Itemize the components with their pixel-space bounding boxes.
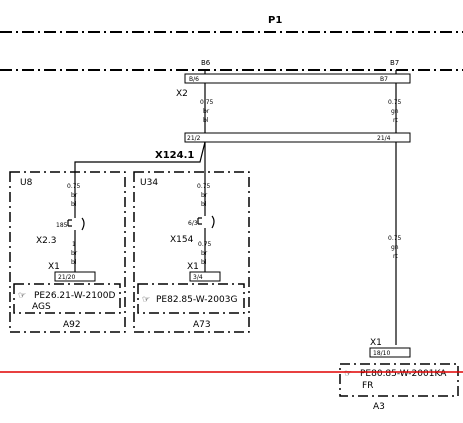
rail-pin-right: B7 bbox=[390, 59, 399, 67]
x2-pin-left: B/6 bbox=[189, 76, 199, 83]
u34-conn-right-bracket bbox=[211, 215, 215, 229]
u8-conn-pin: 185 bbox=[56, 222, 68, 229]
a3-x1-pin: 18/10 bbox=[373, 350, 390, 357]
u34-mid-color1: br bbox=[201, 250, 208, 257]
u8-wire-color1: br bbox=[71, 192, 78, 199]
a3-footer: A3 bbox=[373, 402, 385, 412]
u8-box bbox=[9, 171, 126, 333]
u8-footer: A92 bbox=[63, 320, 81, 330]
a3-x1-connector bbox=[369, 347, 411, 358]
u34-x1-pin: 3/4 bbox=[193, 274, 203, 281]
u34-conn-left-bracket bbox=[197, 217, 202, 225]
x124-pin-right: 21/4 bbox=[377, 135, 391, 142]
x124-connector-strip bbox=[184, 132, 411, 143]
u8-mid-color1: br bbox=[71, 250, 78, 257]
u8-x1-pin: 21/20 bbox=[58, 274, 75, 281]
u8-x1-label: X1 bbox=[48, 262, 60, 272]
x2-pin-right: B7 bbox=[380, 76, 388, 83]
u34-mid-color2: bl bbox=[201, 259, 207, 266]
x2-right-color2: rt bbox=[393, 117, 398, 124]
u34-conn-label: X154 bbox=[170, 235, 194, 245]
a3-wire-color1: gn bbox=[391, 244, 399, 251]
x2-left-color2: bl bbox=[203, 117, 209, 124]
u34-ref-code: PE82.85-W-2003G bbox=[156, 295, 237, 305]
u34-ref-box bbox=[137, 283, 245, 314]
u34-box bbox=[133, 171, 250, 333]
u8-ref-box bbox=[13, 283, 121, 314]
u8-wire-color2: bl bbox=[71, 201, 77, 208]
u34-mid-gauge: 0.75 bbox=[198, 241, 212, 248]
a3-ref-code: PE80.85-W-2001KA bbox=[360, 369, 447, 379]
x2-right-color1: gn bbox=[391, 108, 399, 115]
x2-left-gauge: 0.75 bbox=[200, 99, 214, 106]
u8-mid-gauge: 1 bbox=[72, 241, 76, 248]
u34-x1-label: X1 bbox=[187, 262, 199, 272]
x124-label: X124.1 bbox=[155, 150, 194, 161]
u34-conn-pin: 6/3 bbox=[188, 220, 198, 227]
a3-x1-label: X1 bbox=[370, 338, 382, 348]
a3-device: FR bbox=[362, 381, 373, 391]
u34-wire-color2: bl bbox=[201, 201, 207, 208]
u8-wire-gauge: 0.75 bbox=[67, 183, 81, 190]
rail-label: P1 bbox=[268, 15, 282, 26]
u34-x1-connector bbox=[189, 271, 221, 282]
x2-label: X2 bbox=[176, 89, 188, 99]
u8-device: AGS bbox=[32, 302, 51, 312]
a3-wire-color2: rt bbox=[393, 253, 398, 260]
a3-ref-icon: ☞ bbox=[344, 369, 352, 379]
u34-label: U34 bbox=[140, 178, 158, 188]
x2-right-gauge: 0.75 bbox=[388, 99, 402, 106]
u8-conn-right-bracket bbox=[81, 217, 85, 231]
x2-connector-strip bbox=[184, 73, 411, 84]
u8-label: U8 bbox=[20, 178, 33, 188]
u8-ref-code: PE26.21-W-2100D bbox=[34, 291, 115, 301]
u34-wire-color1: br bbox=[201, 192, 208, 199]
u8-conn-label: X2.3 bbox=[36, 236, 56, 246]
a3-wire-gauge: 0.75 bbox=[388, 235, 402, 242]
wire-split-to-u8 bbox=[74, 141, 206, 175]
u8-x1-connector bbox=[54, 271, 96, 282]
u8-ref-icon: ☞ bbox=[18, 291, 26, 301]
u34-wire-gauge: 0.75 bbox=[197, 183, 211, 190]
u8-conn-left-bracket bbox=[67, 219, 72, 227]
a3-ref-box bbox=[339, 363, 459, 397]
u34-footer: A73 bbox=[193, 320, 211, 330]
rail-pin-left: B6 bbox=[201, 59, 211, 67]
u34-ref-icon: ☞ bbox=[142, 295, 150, 305]
u8-mid-color2: bl bbox=[71, 259, 77, 266]
x2-left-color1: br bbox=[203, 108, 210, 115]
x124-pin-left: 21/2 bbox=[187, 135, 201, 142]
